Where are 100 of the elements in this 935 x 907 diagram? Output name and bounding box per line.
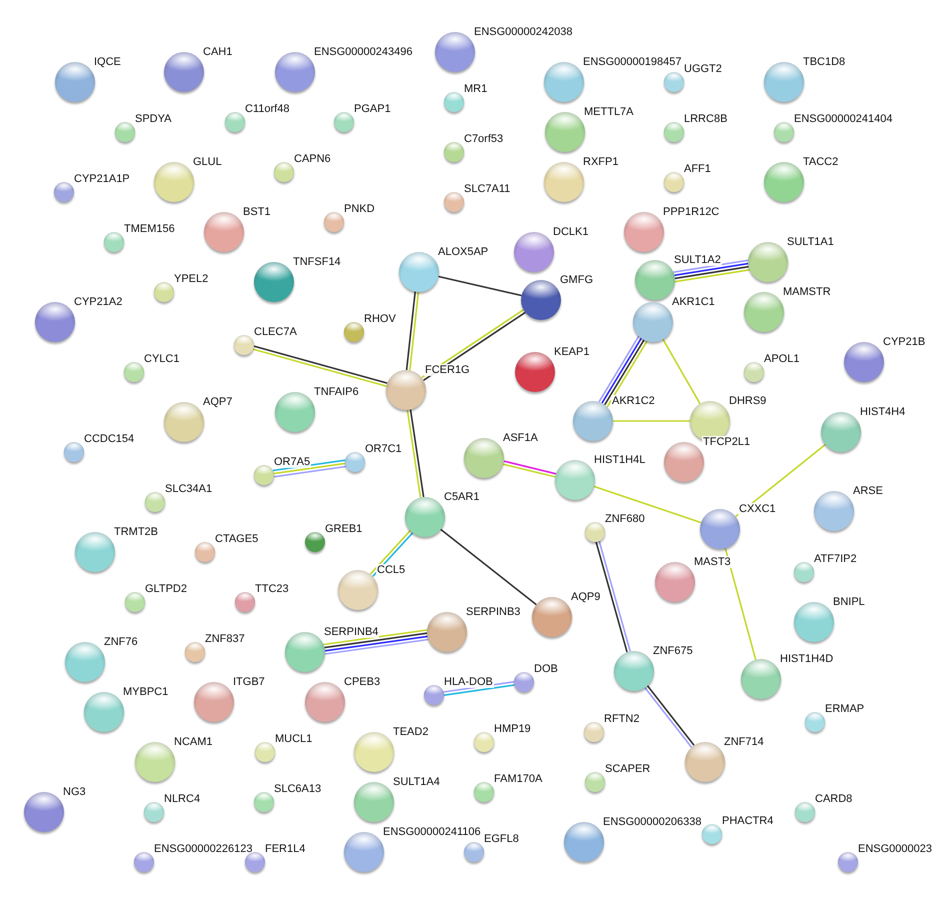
node-label: SCAPER	[604, 762, 652, 775]
node-label: PGAP1	[353, 102, 392, 115]
node-label: IQCE	[93, 56, 122, 68]
node-label: C5AR1	[443, 490, 480, 503]
node-label: MAMSTR	[782, 286, 832, 298]
node-label: ENSG00000198457	[582, 56, 682, 68]
interaction-line	[406, 292, 416, 370]
node-label: AKR1C1	[671, 296, 716, 308]
interaction-line	[410, 409, 424, 498]
node-label: HMP19	[493, 722, 532, 735]
node-label: TRMT2B	[113, 526, 159, 538]
node-label: GLUL	[192, 156, 223, 168]
node-label: ZNF714	[723, 736, 765, 748]
node-label: TMEM156	[123, 222, 176, 235]
node-label: GREB1	[324, 522, 364, 535]
node-label: MAST3	[693, 556, 732, 568]
node-label: ENSG00000243496	[313, 46, 414, 58]
interaction-line	[274, 466, 346, 478]
node-label: SLC34A1	[164, 482, 214, 495]
node-label: OR7A5	[273, 456, 312, 468]
node-label: SPDYA	[134, 112, 172, 125]
node-label: PPP1R12C	[662, 206, 720, 218]
node-label: HIST1H4D	[779, 652, 834, 665]
interaction-line	[438, 276, 522, 296]
interaction-line	[504, 460, 556, 475]
node-label: RFTN2	[603, 712, 640, 725]
node-label: ENSG00000241404	[793, 112, 894, 125]
node-label: TNFAIP6	[313, 386, 360, 398]
interaction-line	[324, 632, 428, 648]
node-label: EGFL8	[483, 832, 520, 845]
node-label: METTL7A	[583, 106, 635, 118]
interaction-line	[674, 266, 749, 280]
node-label: DOB	[533, 662, 559, 675]
node-label: PHACTR4	[721, 814, 774, 827]
node-label: LRRC8B	[683, 112, 728, 125]
node-label: PNKD	[343, 202, 376, 215]
node-label: TEAD2	[392, 726, 430, 738]
interaction-line	[274, 462, 346, 474]
interaction-line	[674, 262, 748, 276]
interaction-line	[324, 629, 428, 646]
node-label: MYBPC1	[122, 686, 170, 698]
node-label: CCDC154	[83, 432, 136, 445]
node-label: BNIPL	[832, 596, 866, 608]
interaction-line	[724, 548, 756, 660]
interaction-line	[673, 260, 748, 273]
node-label: NCAM1	[173, 736, 214, 748]
interaction-line	[613, 420, 690, 422]
node-label: ENSG0000023	[857, 842, 933, 855]
node-label: UGGT2	[683, 62, 723, 75]
node-label: RXFP1	[582, 156, 620, 168]
interaction-line	[324, 638, 428, 655]
node-label: CXXC1	[738, 502, 777, 515]
node-label: ENSG00000242038	[473, 26, 574, 38]
node-label: ATF7IP2	[813, 552, 858, 565]
node-label: GLTPD2	[144, 582, 188, 595]
node-label: CARD8	[814, 792, 854, 805]
node-label: CAPN6	[293, 152, 332, 165]
interaction-line	[440, 528, 537, 606]
node-label: HIST4H4	[859, 406, 906, 418]
node-label: RHOV	[363, 312, 397, 325]
node-label: TFCP2L1	[702, 436, 752, 448]
node-label: NG3	[62, 786, 87, 798]
interaction-line	[409, 292, 420, 370]
node-label: OR7C1	[364, 442, 403, 455]
node-label: AKR1C2	[611, 394, 656, 407]
node-label: FCER1G	[424, 364, 471, 376]
node-label: SULT1A1	[786, 236, 835, 248]
node-label: MR1	[463, 82, 488, 95]
node-label: SLC6A13	[273, 782, 322, 795]
node-label: HLA-DOB	[443, 676, 494, 688]
interaction-line	[406, 410, 422, 498]
node-label: ZNF680	[604, 512, 646, 525]
node-label: ZNF837	[204, 632, 246, 645]
node-label: FAM170A	[493, 772, 544, 785]
node-label: TACC2	[802, 156, 840, 168]
node-label: ENSG00000226123	[153, 842, 254, 855]
node-label: SULT1A2	[673, 254, 722, 266]
node-label: SERPINB3	[465, 606, 522, 618]
node-label: ERMAP	[824, 702, 866, 715]
node-label: YPEL2	[173, 272, 210, 285]
node-label: GMFG	[559, 274, 594, 286]
node-label: TTC23	[254, 582, 290, 595]
node-label: TNFSF14	[292, 256, 342, 268]
node-label: CYP21A2	[73, 296, 124, 308]
node-label: FER1L4	[264, 842, 306, 855]
node-label: ARSE	[852, 484, 884, 497]
node-label: ALOX5AP	[437, 246, 490, 258]
interaction-line	[594, 486, 702, 524]
node-label: CYP21A1P	[73, 172, 131, 185]
node-label: CAH1	[202, 46, 234, 58]
node-label: CCL5	[376, 564, 406, 576]
node-label: CYP21B	[882, 336, 926, 348]
node-label: BST1	[242, 206, 272, 218]
node-label: CLEC7A	[253, 326, 298, 338]
node-label: CYLC1	[143, 352, 180, 365]
node-label: ENSG00000241106	[382, 826, 482, 838]
node-label: HIST1H4L	[593, 454, 646, 466]
node-label: APOL1	[763, 352, 800, 365]
node-label: SULT1A4	[392, 776, 441, 788]
node-label: DHRS9	[728, 394, 768, 407]
